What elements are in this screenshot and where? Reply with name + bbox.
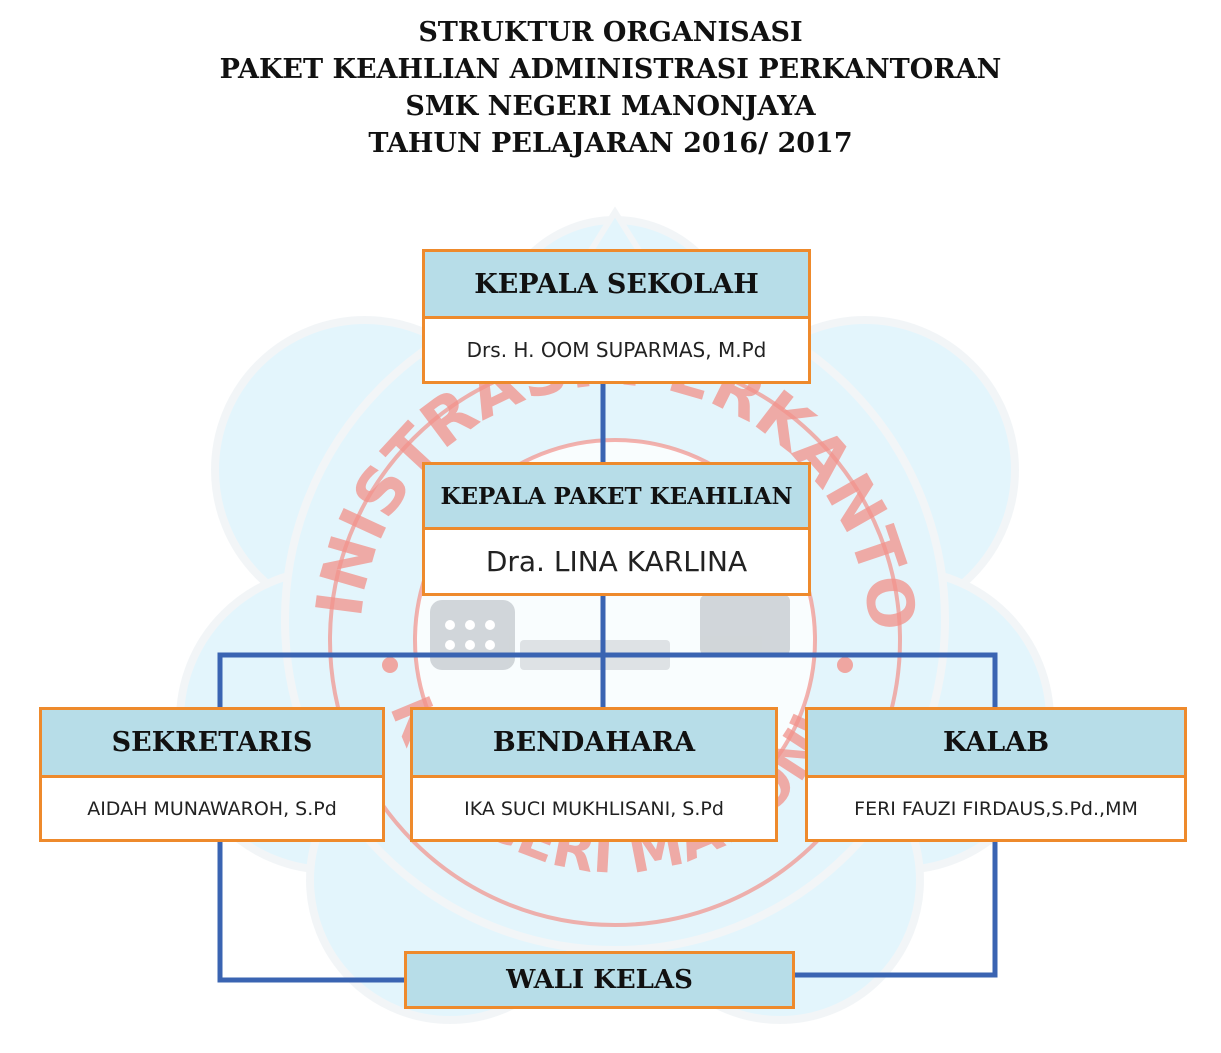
- node-kepala-sekolah: KEPALA SEKOLAH Drs. H. OOM SUPARMAS, M.P…: [422, 249, 811, 384]
- node-name: IKA SUCI MUKHLISANI, S.Pd: [464, 797, 724, 820]
- node-sekretaris: SEKRETARIS AIDAH MUNAWAROH, S.Pd: [39, 707, 385, 842]
- title-line-1: STRUKTUR ORGANISASI: [418, 17, 803, 48]
- node-role: KALAB: [808, 710, 1184, 778]
- title-line-4: TAHUN PELAJARAN 2016/ 2017: [368, 128, 853, 159]
- node-role: WALI KELAS: [506, 965, 693, 995]
- node-role: KEPALA PAKET KEAHLIAN: [425, 465, 808, 530]
- connector-kalab-to-wali: [790, 837, 998, 978]
- node-role: KEPALA SEKOLAH: [425, 252, 808, 319]
- node-name: Dra. LINA KARLINA: [485, 545, 748, 578]
- connector-sekretaris-to-wali: [217, 837, 409, 983]
- connector-branch-bar: [217, 652, 998, 713]
- node-kalab: KALAB FERI FAUZI FIRDAUS,S.Pd.,MM: [805, 707, 1187, 842]
- node-bendahara: BENDAHARA IKA SUCI MUKHLISANI, S.Pd: [410, 707, 778, 842]
- chart-title: STRUKTUR ORGANISASI PAKET KEAHLIAN ADMIN…: [0, 14, 1221, 162]
- node-name: Drs. H. OOM SUPARMAS, M.Pd: [466, 338, 767, 362]
- node-kepala-paket-keahlian: KEPALA PAKET KEAHLIAN Dra. LINA KARLINA: [422, 462, 811, 596]
- node-role: SEKRETARIS: [42, 710, 382, 778]
- node-name: AIDAH MUNAWAROH, S.Pd: [87, 797, 337, 820]
- node-name: FERI FAUZI FIRDAUS,S.Pd.,MM: [854, 797, 1138, 820]
- node-wali-kelas: WALI KELAS: [404, 951, 795, 1009]
- title-line-3: SMK NEGERI MANONJAYA: [405, 91, 816, 122]
- node-role: BENDAHARA: [413, 710, 775, 778]
- title-line-2: PAKET KEAHLIAN ADMINISTRASI PERKANTORAN: [219, 54, 1002, 85]
